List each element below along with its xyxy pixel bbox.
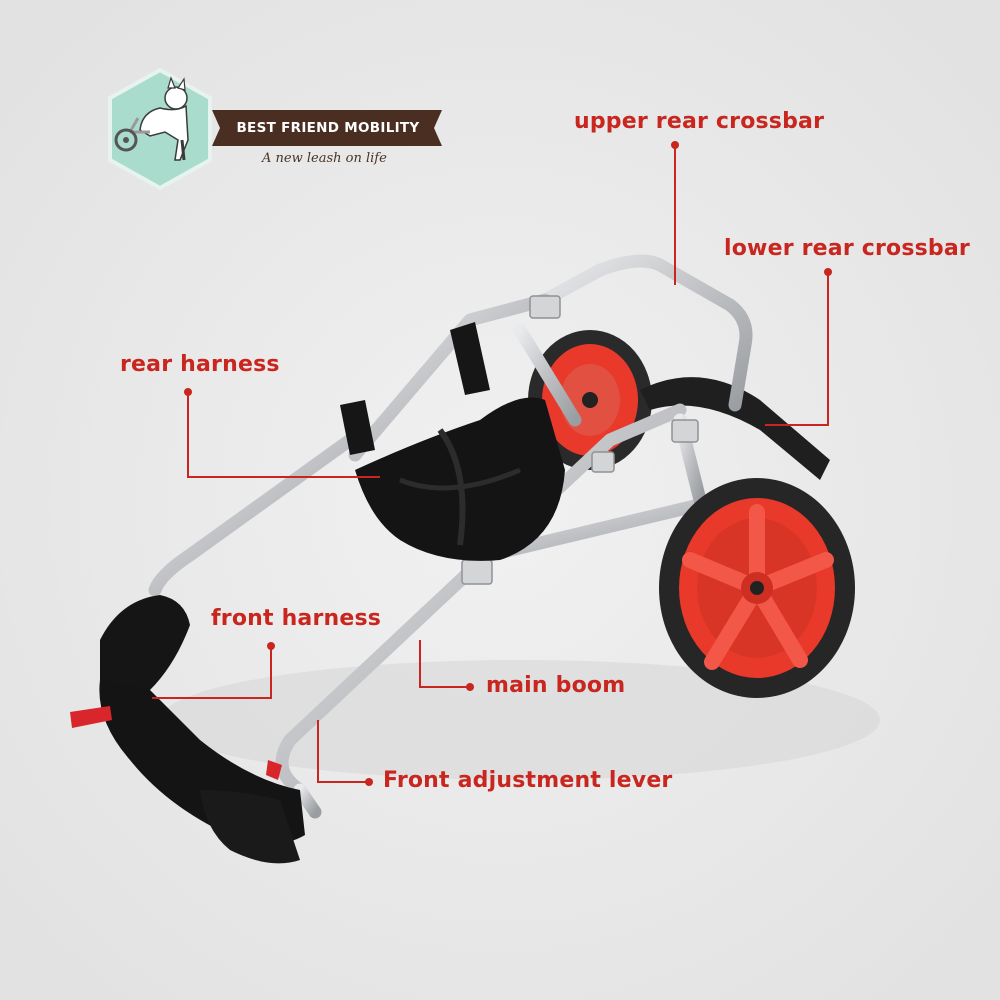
callout-lower-rear-crossbar xyxy=(765,272,829,426)
frame-clamps xyxy=(461,295,699,585)
front-harness xyxy=(70,595,305,864)
lower-rear-crossbar xyxy=(640,377,830,480)
label-lower-rear-crossbar: lower rear crossbar xyxy=(724,236,970,261)
callout-rear-harness xyxy=(187,392,380,478)
brand-tagline: A new leash on life xyxy=(262,151,387,166)
wheelchair-frame xyxy=(148,254,753,819)
label-rear-harness: rear harness xyxy=(120,352,280,377)
label-front-adjustment-lever: Front adjustment lever xyxy=(383,768,673,793)
rear-harness xyxy=(340,322,565,561)
label-front-harness: front harness xyxy=(211,606,382,631)
callout-dots xyxy=(184,141,832,786)
logo-banner xyxy=(212,110,442,146)
label-upper-rear-crossbar: upper rear crossbar xyxy=(574,109,825,134)
label-main-boom: main boom xyxy=(486,673,626,698)
callout-lines xyxy=(152,145,829,783)
brand-logo xyxy=(108,67,442,191)
rear-wheel-near xyxy=(659,478,855,698)
callout-front-adjustment-lever xyxy=(317,720,369,783)
callout-front-harness xyxy=(152,646,272,699)
callout-main-boom xyxy=(419,640,470,688)
dog-in-wheelchair-icon xyxy=(114,76,189,161)
brand-name: BEST FRIEND MOBILITY xyxy=(236,120,420,136)
